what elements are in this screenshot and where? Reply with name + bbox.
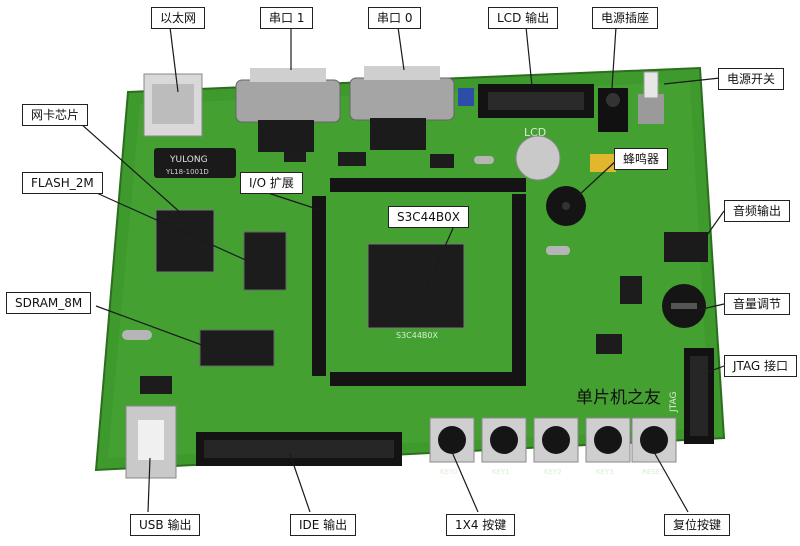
ide-header <box>196 432 402 466</box>
callout-usb-output: USB 输出 <box>130 514 201 536</box>
power-socket <box>598 88 628 132</box>
sdram-chip <box>199 329 275 367</box>
callout-nic-chip: 网卡芯片 <box>22 104 89 126</box>
callout-audio-output: 音频输出 <box>724 200 791 222</box>
svg-text:JTAG: JTAG <box>669 392 679 413</box>
ethernet-jack <box>143 73 203 137</box>
key-cap <box>594 426 622 454</box>
serial-port-0 <box>349 66 455 150</box>
callout-cpu: S3C44B0X <box>388 206 469 228</box>
key-label: RESET <box>642 468 665 476</box>
callout-reset-key: 复位按键 <box>664 514 731 536</box>
key-cap <box>438 426 466 454</box>
callout-sdram: SDRAM_8M <box>6 292 92 314</box>
callout-io-expansion: I/O 扩展 <box>240 172 303 194</box>
callout-uart0: 串口 0 <box>368 7 422 29</box>
callout-jtag: JTAG 接口 <box>724 355 798 377</box>
power-switch <box>638 71 664 124</box>
key-label: KEY0 <box>440 468 458 476</box>
cpu-chip: S3C44B0X <box>367 243 465 340</box>
serial-port-1 <box>235 68 341 152</box>
svg-text:S3C44B0X: S3C44B0X <box>396 331 439 340</box>
push-keys: KEY0 KEY1 KEY2 KEY3 RESET <box>429 417 677 476</box>
yulong-transformer: YULONG YL18-1001D <box>154 148 236 178</box>
callout-power-switch: 电源开关 <box>718 68 785 90</box>
key-cap <box>490 426 518 454</box>
flash-chip <box>243 231 287 291</box>
audio-jack <box>664 232 708 262</box>
watermark: 单片机之友 <box>576 388 661 408</box>
callout-ethernet: 以太网 <box>151 7 206 29</box>
nic-chip <box>155 209 215 273</box>
callout-ide-output: IDE 输出 <box>290 514 357 536</box>
callout-volume: 音量调节 <box>724 293 791 315</box>
usb-b-connector <box>125 405 177 479</box>
leader-lines <box>79 26 725 513</box>
key-cap <box>640 426 668 454</box>
callout-power-socket: 电源插座 <box>592 7 659 29</box>
key-label: KEY2 <box>544 468 562 476</box>
lcd-header: LCD <box>478 84 594 139</box>
key-label: KEY1 <box>492 468 510 476</box>
svg-text:YL18-1001D: YL18-1001D <box>165 168 209 176</box>
jtag-header: JTAG <box>669 348 714 444</box>
key-cap <box>542 426 570 454</box>
callout-keys: 1X4 按键 <box>446 514 516 536</box>
io-expansion-headers <box>312 178 526 386</box>
callout-lcd-output: LCD 输出 <box>488 7 559 29</box>
svg-text:YULONG: YULONG <box>169 155 208 165</box>
key-label: KEY3 <box>596 468 614 476</box>
callout-flash: FLASH_2M <box>22 172 103 194</box>
callout-uart1: 串口 1 <box>260 7 314 29</box>
coin-battery <box>515 135 561 181</box>
callout-buzzer: 蜂鸣器 <box>614 148 669 170</box>
